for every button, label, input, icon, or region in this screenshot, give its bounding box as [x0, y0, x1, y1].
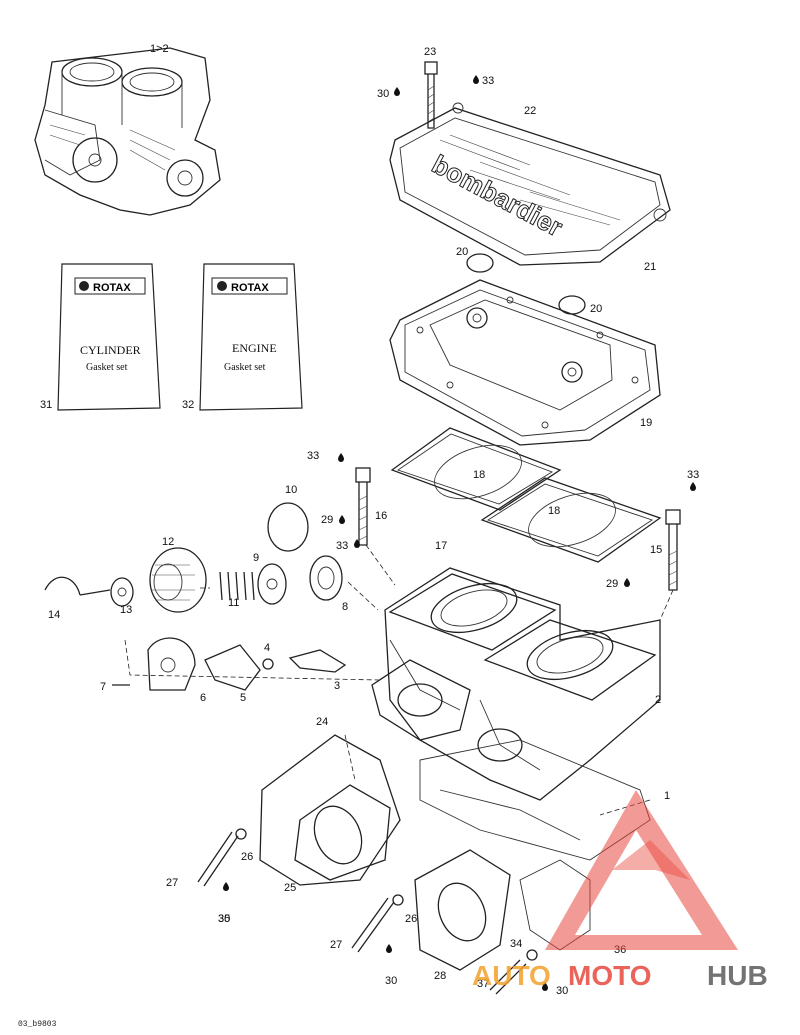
o-ring-10 — [267, 502, 309, 552]
label: 1 — [664, 790, 670, 802]
lubricant-drop-icons — [223, 75, 696, 991]
cover-8 — [309, 555, 343, 601]
label: 18 — [548, 505, 560, 517]
diagram-code: 03_b9803 — [18, 1020, 57, 1029]
part-number-labels: 1 2 3 4 5 6 7 8 9 10 11 12 13 14 15 16 1… — [40, 46, 699, 997]
booklet-brand: ROTAX — [231, 282, 269, 294]
booklet-subtitle: Gasket set — [224, 362, 266, 373]
bolt-27a — [197, 831, 239, 887]
label: 30 — [556, 985, 568, 997]
cylinder-head-19 — [389, 279, 661, 446]
washer-34 — [526, 949, 538, 961]
stud-bolt-15 — [665, 509, 681, 591]
label: 20 — [456, 246, 468, 258]
flange-5 — [204, 644, 261, 691]
label: 25 — [284, 882, 296, 894]
bolt-23 — [424, 61, 438, 129]
leader-lines — [124, 544, 674, 816]
label: 28 — [434, 970, 446, 982]
label: 33 — [687, 469, 699, 481]
label: 30 — [385, 975, 397, 987]
label: 32 — [182, 399, 194, 411]
label: 29 — [321, 514, 333, 526]
washer-4 — [262, 658, 274, 670]
label: 6 — [200, 692, 206, 704]
pump-housing-12 — [149, 547, 207, 613]
label: 12 — [162, 536, 174, 548]
label: 14 — [48, 609, 60, 621]
booklet-subtitle: Gasket set — [86, 362, 128, 373]
label: 19 — [640, 417, 652, 429]
seal-9 — [257, 563, 287, 605]
watermark-logo: AUTO MOTO HUB — [472, 790, 768, 991]
engine-assembly-thumbnail — [34, 47, 221, 216]
label: 27 — [166, 877, 178, 889]
washer-26a — [235, 828, 247, 840]
label: 33 — [307, 450, 319, 462]
label: 17 — [435, 540, 447, 552]
label: 8 — [342, 601, 348, 613]
label: 5 — [240, 692, 246, 704]
label: 30 — [377, 88, 389, 100]
label: 37 — [477, 978, 489, 990]
label: 26 — [405, 913, 417, 925]
label: 4 — [264, 642, 270, 654]
label: 21 — [644, 261, 656, 273]
label: 18 — [473, 469, 485, 481]
label: 34 — [510, 938, 522, 950]
stud-bolt-16 — [355, 467, 371, 546]
watermark-moto: MOTO — [568, 960, 651, 991]
label: 22 — [524, 105, 536, 117]
cylinder-gasket-booklet: ROTAX CYLINDER Gasket set — [57, 263, 161, 411]
label: 9 — [253, 552, 259, 564]
label: 29 — [606, 578, 618, 590]
label: 31 — [40, 399, 52, 411]
label: 2 — [655, 694, 661, 706]
spring-11 — [219, 571, 255, 601]
engine-gasket-booklet: ROTAX ENGINE Gasket set — [199, 263, 303, 411]
gasket-24 — [371, 659, 471, 741]
cylinder-block-2 — [384, 567, 661, 801]
booklet-brand: ROTAX — [93, 282, 131, 294]
label: 26 — [241, 851, 253, 863]
head-gasket-17 — [390, 427, 662, 563]
label: 13 — [120, 604, 132, 616]
washer-26b — [392, 894, 404, 906]
label: 23 — [424, 46, 436, 58]
label: 35 — [218, 913, 230, 925]
booklet-title: CYLINDER — [80, 343, 141, 357]
label: 24 — [316, 716, 328, 728]
label: 7 — [100, 681, 106, 693]
label: 33 — [482, 75, 494, 87]
rotary-valve-6 — [147, 637, 196, 691]
gasket-28 — [414, 849, 511, 971]
impeller-13 — [110, 577, 134, 607]
booklet-title: ENGINE — [232, 341, 277, 355]
cylinder-head-cover-22: bombardier — [389, 102, 671, 266]
bolt-27b — [351, 897, 395, 953]
exhaust-manifold-25 — [259, 734, 401, 886]
label: 20 — [590, 303, 602, 315]
label-assembly: 1>2 — [150, 43, 169, 55]
label: 27 — [330, 939, 342, 951]
bolt-37 — [489, 959, 527, 995]
label: 15 — [650, 544, 662, 556]
label: 16 — [375, 510, 387, 522]
watermark-auto: AUTO — [472, 960, 551, 991]
fitting-3 — [288, 649, 347, 673]
label: 10 — [285, 484, 297, 496]
label: 3 — [334, 680, 340, 692]
clip-14 — [44, 576, 111, 596]
watermark-hub: HUB — [707, 960, 768, 991]
label: 33 — [336, 540, 348, 552]
label: 11 — [228, 597, 239, 609]
o-ring-20a — [466, 253, 494, 273]
label: 30 — [218, 913, 230, 925]
bracket-36 — [519, 859, 591, 951]
